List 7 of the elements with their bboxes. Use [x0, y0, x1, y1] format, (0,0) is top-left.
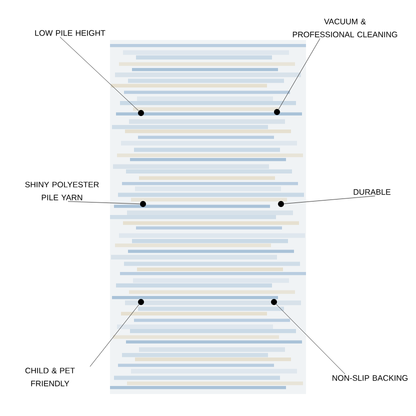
leader-line	[278, 38, 320, 110]
leader-line	[60, 36, 139, 112]
leader-line	[90, 304, 140, 367]
leader-line	[284, 196, 376, 204]
leader-line	[68, 201, 140, 204]
leader-line	[276, 304, 346, 374]
rug-drawing	[110, 40, 306, 394]
